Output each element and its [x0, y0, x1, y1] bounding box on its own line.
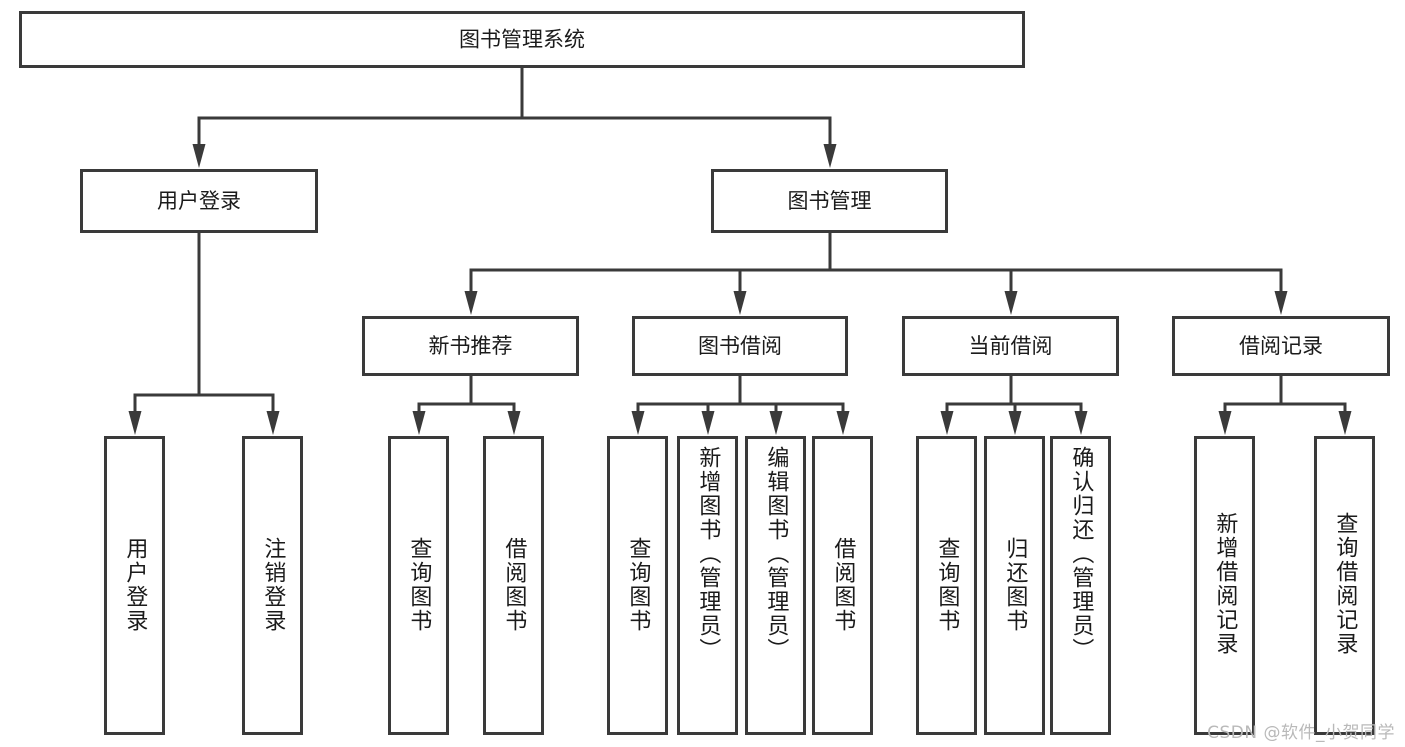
leaf-box-leaf-edit-book[interactable]	[745, 436, 806, 735]
connector-current-borrow-to-leaf-confirm-return	[1009, 374, 1088, 435]
node-box-user-login[interactable]	[80, 169, 318, 233]
connector-current-borrow-to-leaf-query-book-cur	[940, 374, 1013, 435]
connector-borrow-record-to-leaf-query-record	[1279, 374, 1352, 435]
leaf-box-leaf-user-login[interactable]	[104, 436, 165, 735]
connector-book-manage-to-borrow-record	[828, 231, 1288, 315]
leaf-box-leaf-add-book[interactable]	[677, 436, 738, 735]
connector-book-manage-to-new-book-rec	[464, 231, 832, 315]
watermark-text: CSDN @软件_小贺同学	[1207, 723, 1395, 743]
node-box-root[interactable]	[19, 11, 1025, 68]
node-label-current-borrow: 当前借阅	[969, 334, 1053, 358]
leaf-box-leaf-return-book[interactable]	[984, 436, 1045, 735]
leaf-box-leaf-user-logout[interactable]	[242, 436, 303, 735]
leaf-box-leaf-borrow-book-rec[interactable]	[483, 436, 544, 735]
connector-borrow-record-to-leaf-add-record	[1218, 374, 1283, 435]
connector-root-to-user-login	[192, 66, 524, 168]
connector-book-borrow-to-leaf-borrow-book	[738, 374, 850, 435]
node-box-new-book-rec[interactable]	[362, 316, 579, 376]
connector-user-login-to-leaf-user-login	[128, 231, 201, 435]
node-label-borrow-record: 借阅记录	[1239, 334, 1323, 358]
leaf-box-leaf-query-book-borrow[interactable]	[607, 436, 668, 735]
leaf-box-leaf-add-record[interactable]	[1194, 436, 1255, 735]
boxes-layer	[19, 11, 1390, 735]
node-label-root: 图书管理系统	[459, 28, 585, 52]
node-label-new-book-rec: 新书推荐	[429, 334, 513, 358]
leaf-box-leaf-query-book-cur[interactable]	[916, 436, 977, 735]
edges-layer	[128, 66, 1352, 435]
node-box-book-manage[interactable]	[711, 169, 948, 233]
connector-book-manage-to-current-borrow	[828, 231, 1018, 315]
connector-new-book-rec-to-leaf-query-book-rec	[412, 374, 473, 435]
node-box-borrow-record[interactable]	[1172, 316, 1390, 376]
connector-user-login-to-leaf-user-logout	[197, 231, 280, 435]
leaf-box-leaf-query-record[interactable]	[1314, 436, 1375, 735]
node-label-book-manage: 图书管理	[788, 189, 872, 213]
leaf-box-leaf-query-book-rec[interactable]	[388, 436, 449, 735]
connector-new-book-rec-to-leaf-borrow-book-rec	[469, 374, 521, 435]
node-box-book-borrow[interactable]	[632, 316, 848, 376]
connector-book-borrow-to-leaf-add-book	[701, 374, 742, 435]
leaf-box-leaf-confirm-return[interactable]	[1050, 436, 1111, 735]
node-label-book-borrow: 图书借阅	[698, 334, 782, 358]
node-box-current-borrow[interactable]	[902, 316, 1119, 376]
leaf-box-leaf-borrow-book[interactable]	[812, 436, 873, 735]
connector-root-to-book-manage	[520, 66, 837, 168]
connector-book-manage-to-book-borrow	[733, 231, 832, 315]
node-label-user-login: 用户登录	[157, 189, 241, 213]
